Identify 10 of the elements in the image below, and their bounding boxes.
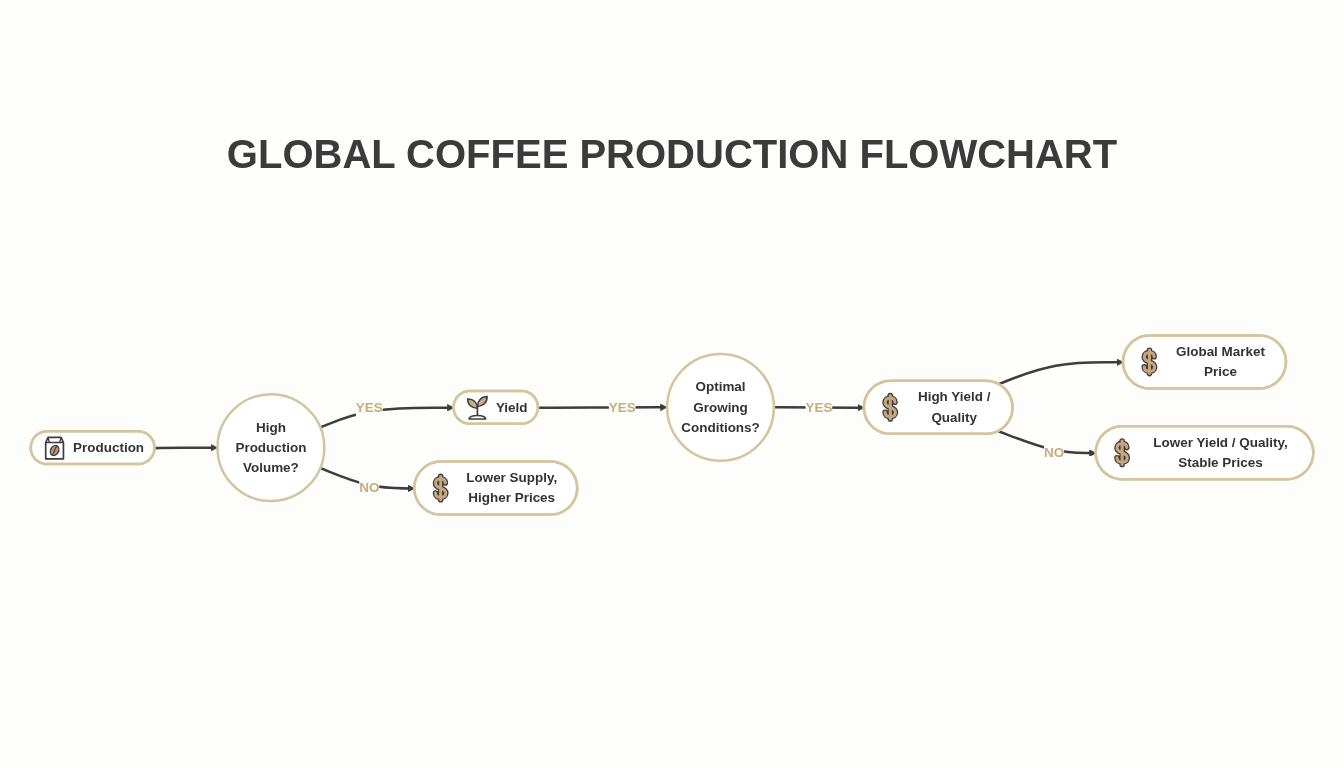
diagram-title: GLOBAL COFFEE PRODUCTION FLOWCHART <box>226 132 1118 176</box>
edge-label: YES <box>355 399 383 415</box>
edge-label: NO <box>359 480 380 495</box>
arrow <box>154 444 218 452</box>
edge-label: YES <box>805 399 833 415</box>
node-circle: High Production Volume? <box>216 393 326 503</box>
edge-label: NO <box>1044 445 1065 460</box>
node-circle: Optimal Growing Conditions? <box>665 352 776 462</box>
edge-label: YES <box>608 399 636 415</box>
arrow <box>998 358 1124 386</box>
